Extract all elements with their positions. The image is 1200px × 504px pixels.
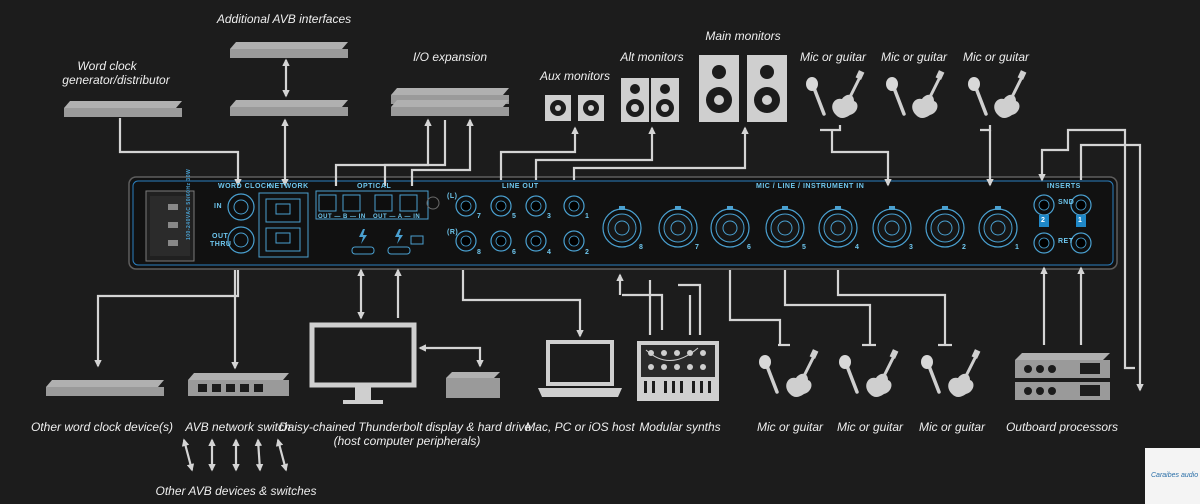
panel-inserts-label: INSERTS bbox=[1047, 183, 1081, 190]
label-avb-switch: AVB network switch bbox=[185, 420, 291, 434]
label-alt-monitors: Alt monitors bbox=[620, 50, 684, 64]
input-number: 3 bbox=[909, 244, 914, 251]
label-aux-monitors: Aux monitors bbox=[539, 69, 611, 83]
line-out-number: 8 bbox=[477, 249, 482, 256]
input-number: 4 bbox=[855, 244, 860, 251]
insert-number: 1 bbox=[1078, 217, 1083, 224]
label-mic-guitar: Mic or guitar bbox=[799, 50, 867, 64]
line-out-number: 7 bbox=[477, 213, 482, 220]
label-thunderbolt-1: Daisy-chained Thunderbolt display & hard… bbox=[278, 420, 532, 434]
panel-wc-thru: THRU bbox=[210, 241, 232, 248]
label-word-clock-1: Word clock bbox=[77, 59, 137, 73]
panel-snd-label: SND bbox=[1058, 199, 1075, 206]
line-out-number: 2 bbox=[585, 249, 590, 256]
panel-left-label: (L) bbox=[447, 193, 458, 200]
label-mic-guitar: Mic or guitar bbox=[756, 420, 824, 434]
input-number: 1 bbox=[1015, 244, 1020, 251]
panel-optical-a: OUT — A — IN bbox=[373, 214, 421, 220]
label-additional-avb: Additional AVB interfaces bbox=[216, 12, 352, 26]
input-number: 6 bbox=[747, 244, 752, 251]
panel-optical-b: OUT — B — IN bbox=[318, 214, 366, 220]
panel-wc-out: OUT bbox=[212, 233, 229, 240]
panel-right-label: (R) bbox=[447, 229, 459, 236]
line-out-number: 6 bbox=[512, 249, 517, 256]
line-out-number: 3 bbox=[547, 213, 552, 220]
label-thunderbolt-2: (host computer peripherals) bbox=[333, 434, 481, 448]
line-out-number: 4 bbox=[547, 249, 552, 256]
label-other-avb: Other AVB devices & switches bbox=[155, 484, 317, 498]
label-mic-guitar: Mic or guitar bbox=[962, 50, 1030, 64]
panel-optical-label: OPTICAL bbox=[357, 183, 392, 190]
panel-line-out-label: LINE OUT bbox=[502, 183, 539, 190]
panel-mic-line-inst-label: MIC / LINE / INSTRUMENT IN bbox=[756, 183, 865, 190]
insert-number: 2 bbox=[1041, 217, 1046, 224]
label-mic-guitar: Mic or guitar bbox=[836, 420, 904, 434]
line-out-number: 5 bbox=[512, 213, 517, 220]
panel-power-rating: 100-240VAC 50/60Hz 30W bbox=[186, 168, 192, 240]
label-mic-guitar: Mic or guitar bbox=[918, 420, 986, 434]
input-number: 7 bbox=[695, 244, 700, 251]
label-mic-guitar: Mic or guitar bbox=[880, 50, 948, 64]
line-out-number: 1 bbox=[585, 213, 590, 220]
label-host: Mac, PC or iOS host bbox=[525, 420, 635, 434]
panel-word-clock-label: WORD CLOCK bbox=[218, 183, 272, 190]
label-outboard: Outboard processors bbox=[1005, 420, 1119, 434]
panel-network-label: NETWORK bbox=[269, 183, 309, 190]
panel-wc-in: IN bbox=[214, 203, 222, 210]
label-io-expansion: I/O expansion bbox=[412, 50, 488, 64]
brand-logo: Caraibes audio bbox=[1145, 448, 1200, 504]
panel-ret-label: RET bbox=[1058, 238, 1074, 245]
brand-text: Caraibes audio bbox=[1151, 472, 1199, 479]
label-other-word-clock: Other word clock device(s) bbox=[30, 420, 174, 434]
input-number: 5 bbox=[802, 244, 807, 251]
input-number: 2 bbox=[962, 244, 967, 251]
input-number: 8 bbox=[639, 244, 644, 251]
label-modular: Modular synths bbox=[639, 420, 721, 434]
label-word-clock-2: generator/distributor bbox=[62, 73, 170, 87]
label-main-monitors: Main monitors bbox=[705, 29, 781, 43]
